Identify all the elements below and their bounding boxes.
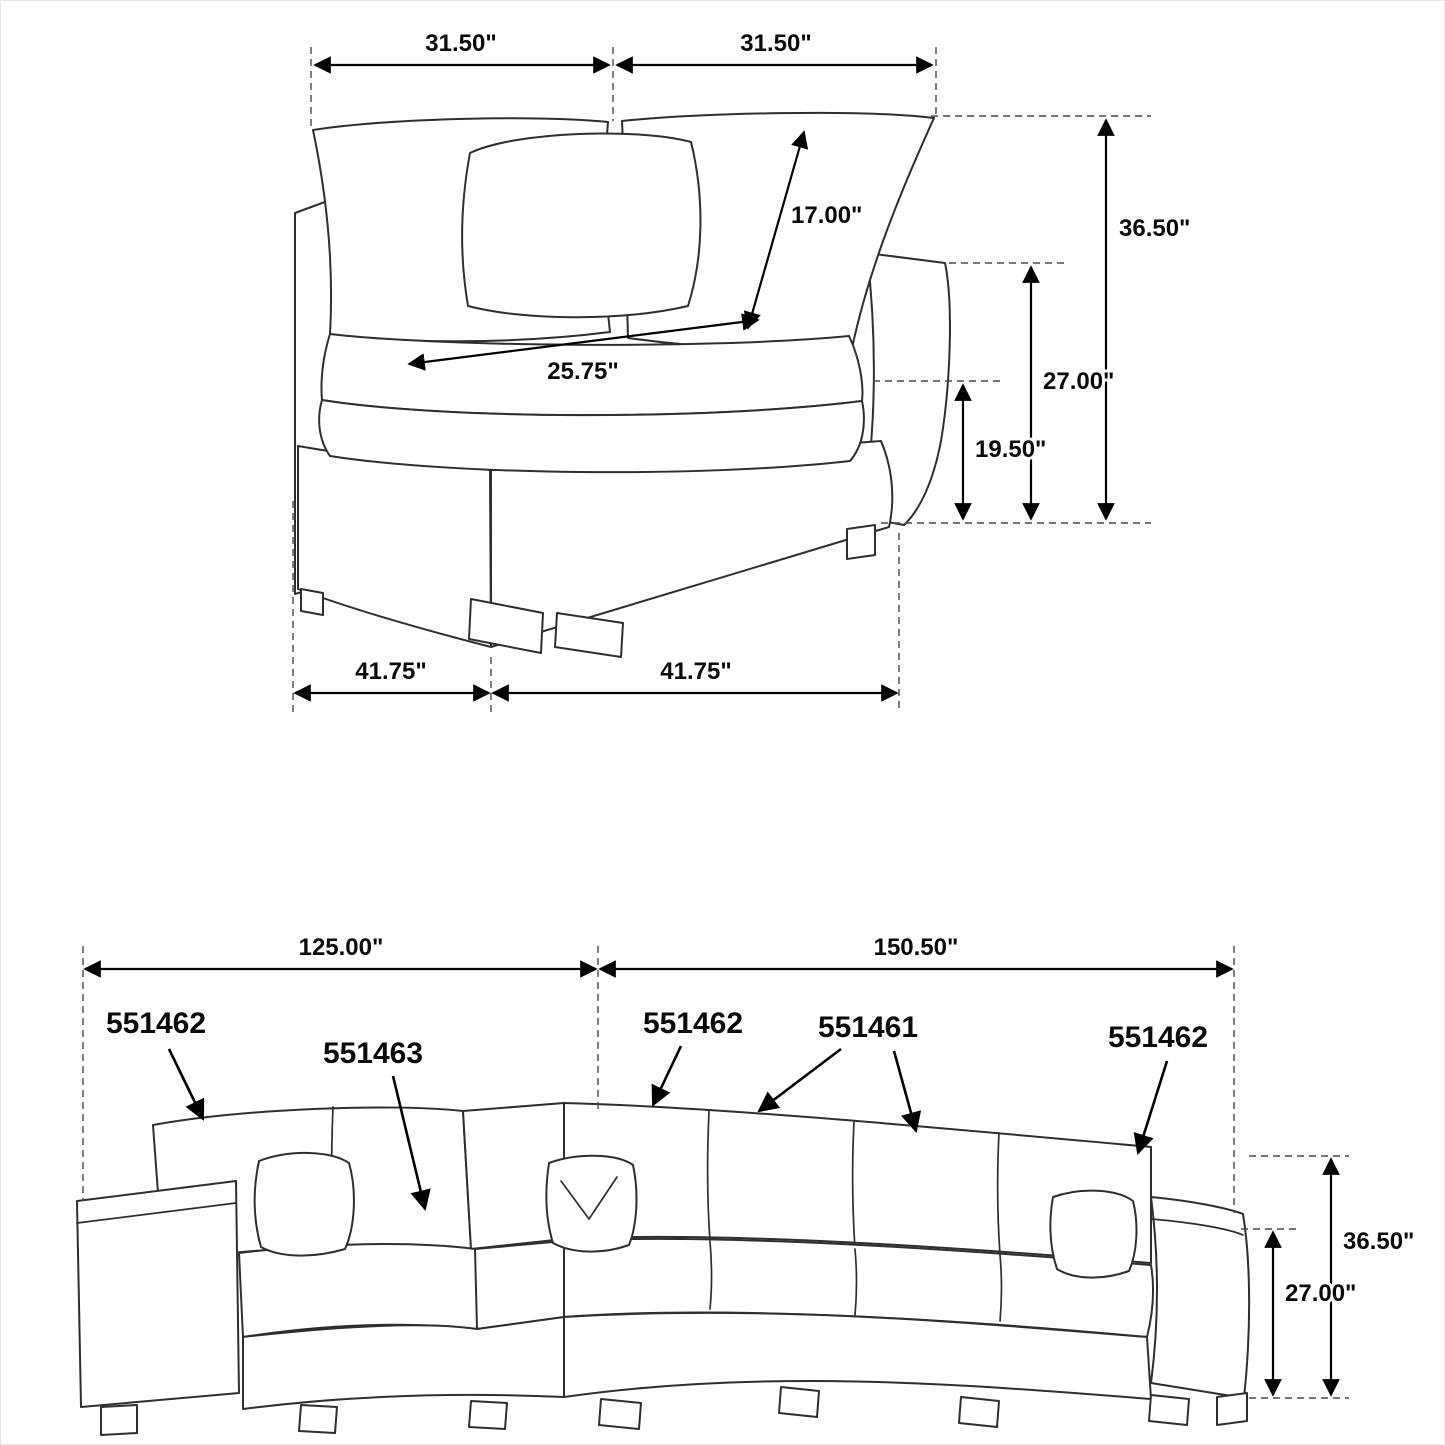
chair-label-top-width-right: 31.50" (740, 30, 811, 57)
chair-label-base-width-right: 41.75" (660, 658, 731, 685)
chair-label-base-width-left: 41.75" (355, 658, 426, 685)
sku-label-middle: 551461 (818, 1011, 918, 1044)
sku-leader-left-armless (391, 1075, 431, 1212)
sku-label-right-arm: 551462 (1108, 1021, 1208, 1054)
sku-leader-corner (651, 1045, 683, 1107)
sku-label-left-armless: 551463 (323, 1037, 423, 1070)
chair-drawing (294, 111, 951, 658)
chair-label-overall-height: 36.50" (1119, 215, 1190, 242)
sectional-drawing (76, 1102, 1251, 1436)
chair-label-seat-depth: 25.75" (547, 358, 618, 385)
chair-base-left-face (297, 445, 492, 648)
sectional-right-back-split-1 (706, 1110, 711, 1242)
sectional-foot-6 (958, 1396, 1000, 1428)
sectional-foot-5 (778, 1386, 820, 1418)
sectional-right-arm (1150, 1196, 1251, 1399)
chair-diagram: 31.50" 31.50" 17.00" 36.50" 25.75" 27.00… (292, 27, 1193, 713)
sectional-right-seat-split-3 (999, 1254, 1003, 1322)
sectional-foot-4 (598, 1398, 642, 1430)
chair-foot-center-1 (468, 598, 544, 654)
sku-leader-left-arm (167, 1048, 205, 1121)
sectional-foot-3 (468, 1400, 508, 1430)
chair-base-right-face (490, 440, 894, 648)
chair-dim-seat-depth (407, 313, 760, 371)
sectional-left-arm-top-seam (76, 1202, 237, 1224)
sectional-right-back-split-3 (996, 1132, 1001, 1256)
sku-label-corner: 551462 (643, 1007, 743, 1040)
sectional-label-overall-height: 36.50" (1343, 1228, 1414, 1255)
chair-foot-right (846, 524, 876, 560)
sectional-left-arm (76, 1180, 240, 1408)
sectional-diagram: 125.00" 150.50" 36.50" 27.00" 551462 551… (76, 931, 1417, 1436)
sectional-foot-7 (1148, 1394, 1190, 1426)
sectional-foot-1 (100, 1404, 138, 1436)
sectional-right-seat-split-1 (709, 1240, 713, 1310)
sectional-corner-seat (474, 1240, 565, 1330)
sectional-label-left-length: 125.00" (299, 934, 384, 961)
chair-label-back-cushion-height: 17.00" (791, 202, 862, 229)
sectional-right-arm-top-seam (1150, 1218, 1244, 1236)
sectional-pillow-corner (545, 1154, 638, 1253)
sectional-right-seat-split-2 (854, 1248, 858, 1316)
sectional-foot-8 (1216, 1392, 1248, 1426)
sectional-label-arm-height: 27.00" (1285, 1280, 1356, 1307)
sku-label-left-arm: 551462 (106, 1007, 206, 1040)
sectional-label-right-length: 150.50" (874, 934, 959, 961)
sectional-pillow-corner-fold (560, 1176, 618, 1221)
chair-throw-pillow (461, 132, 702, 319)
sku-leader-middle-2 (892, 1050, 922, 1134)
chair-label-arm-height: 27.00" (1043, 368, 1114, 395)
sectional-right-back-band (563, 1102, 1152, 1264)
sku-leader-right-arm (1133, 1060, 1169, 1155)
chair-label-seat-height: 19.50" (975, 436, 1046, 463)
chair-dim-back-cushion-height (743, 130, 809, 330)
sectional-right-back-split-2 (851, 1121, 856, 1250)
sku-leader-middle-1 (757, 1047, 842, 1113)
sectional-pillow-right (1049, 1189, 1138, 1279)
sectional-pillow-left (253, 1152, 355, 1257)
chair-foot-left (300, 588, 324, 616)
chair-seat-front-roll (318, 399, 865, 474)
sectional-left-seat-band (238, 1243, 481, 1338)
sectional-foot-2 (298, 1404, 338, 1434)
chair-label-top-width-left: 31.50" (425, 30, 496, 57)
chair-foot-center-2 (554, 612, 624, 658)
